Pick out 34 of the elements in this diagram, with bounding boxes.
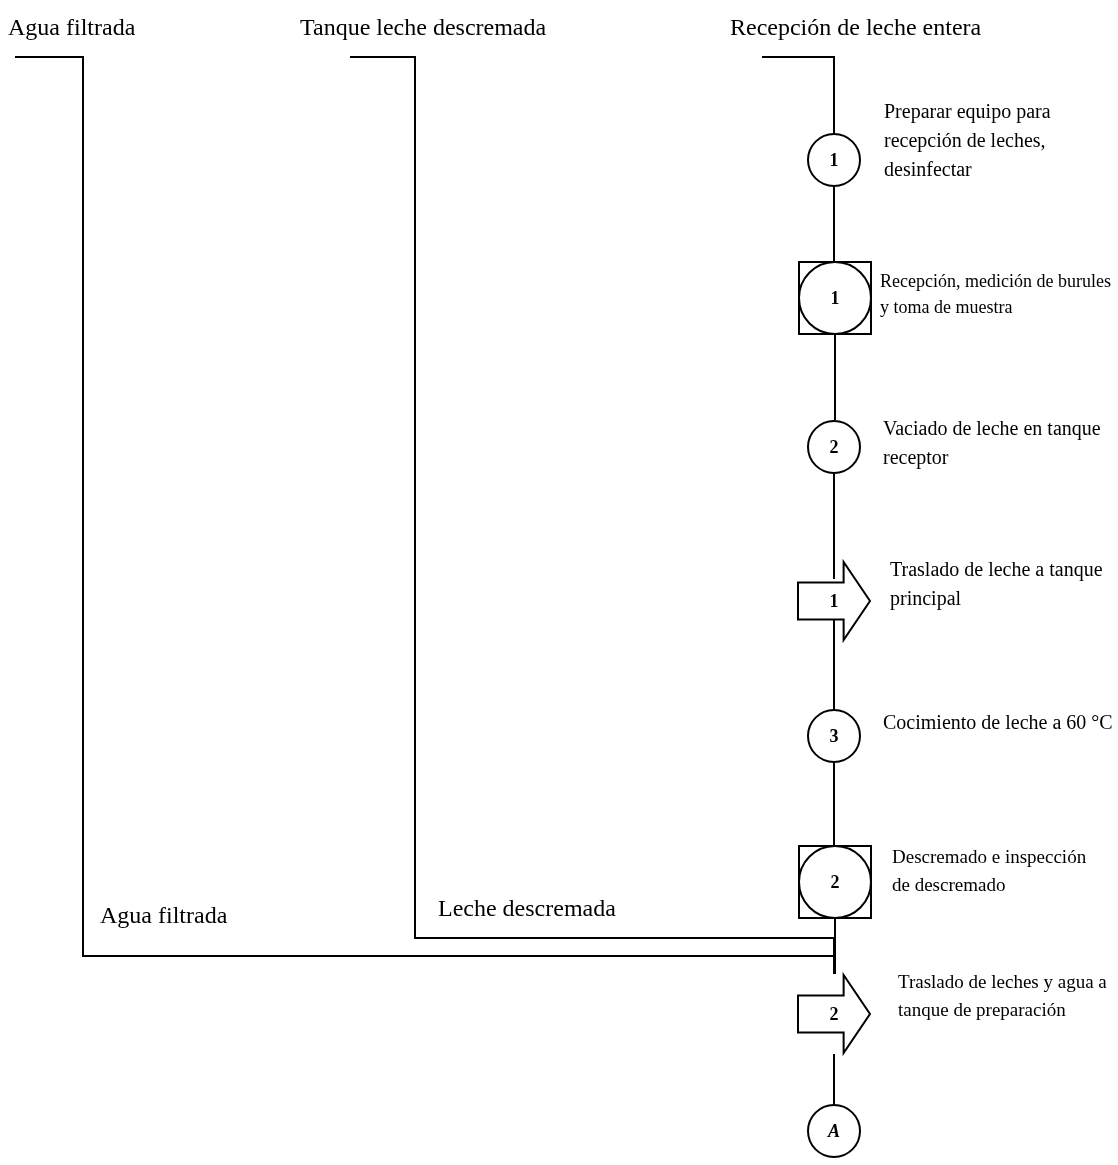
step-number: 1 [829, 149, 839, 171]
step-description: Preparar equipo para recepción de leches, desinfectar [884, 99, 1052, 182]
step-number: 1 [830, 287, 840, 309]
flow-line [761, 56, 835, 134]
step-number: 3 [829, 725, 839, 747]
source-label: Tanque leche descremada [300, 12, 655, 57]
step-description: Traslado de leche a tanque principal [890, 557, 1104, 612]
step-description: Descremado e inspección de descremado [892, 845, 1088, 897]
step-description: Cocimiento de leche a 60 °C [883, 710, 1113, 735]
step-description: Traslado de leches y agua a tanque de preparación [898, 970, 1108, 1022]
step-number: A [828, 1120, 840, 1142]
flow-line [833, 762, 835, 846]
flow-line [833, 618, 835, 710]
step-number: 2 [829, 1003, 839, 1025]
step-description: Vaciado de leche en tanque receptor [883, 416, 1102, 471]
combined-operation-inspection-symbol [798, 261, 872, 335]
combined-operation-inspection-symbol [798, 845, 872, 919]
flow-line [833, 186, 835, 262]
transport-arrow-symbol [797, 561, 871, 641]
flow-line [834, 334, 836, 421]
operation-circle [807, 709, 861, 763]
transport-arrow-symbol [797, 974, 871, 1054]
connector-circle [807, 1104, 861, 1158]
start-label: Recepción de leche entera [730, 12, 1090, 57]
step-number: 2 [830, 871, 840, 893]
flow-line [834, 918, 836, 975]
flow-line [833, 473, 835, 580]
step-number: 1 [829, 590, 839, 612]
step-description: Recepción, medición de burules y toma de muestra [880, 270, 1112, 320]
flow-line [833, 1053, 835, 1105]
operation-circle [807, 420, 861, 474]
operation-circle [807, 133, 861, 187]
source-label: Agua filtrada [8, 12, 178, 57]
step-number: 2 [829, 436, 839, 458]
